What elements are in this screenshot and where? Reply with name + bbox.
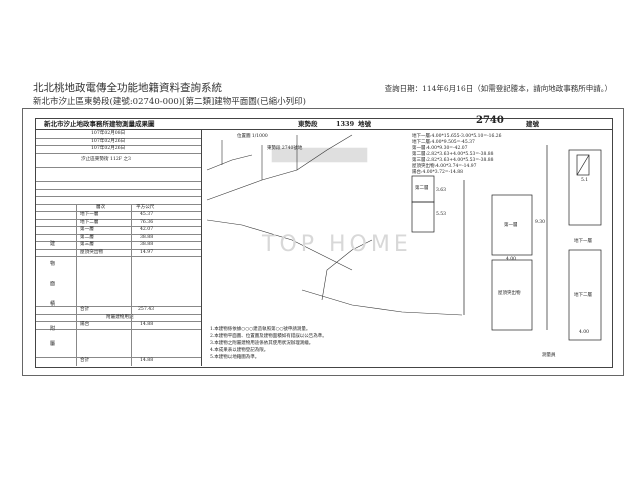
- calc-line: 屋頂突出物:4.00*3.74=-14.97: [412, 164, 477, 169]
- note-line: 3.本建物之附屬建物用途係依其使用狀況辦理測繪。: [210, 341, 314, 346]
- scale-label: 位置圖 1/1000: [237, 134, 268, 139]
- system-title: 北北桃地政電傳全功能地籍資料查詢系統: [33, 82, 222, 94]
- annex-total-row: 合計 14.88: [80, 358, 154, 363]
- section-name: 東勢段: [298, 120, 318, 128]
- table-row: 屋頂突出物 14.97: [36, 249, 201, 257]
- side-label: 面: [50, 281, 56, 287]
- table-row: 107年02月26日: [36, 145, 201, 154]
- plan-label: 屋頂突出物: [498, 291, 521, 296]
- surveyor-label: 測量員: [542, 353, 556, 358]
- area-table: 107年02月08日 107年02月26日 107年02月26日 汐止區東勢街 …: [36, 130, 202, 366]
- table-row: [36, 167, 201, 182]
- side-label: 屬: [50, 341, 56, 347]
- side-label: 附: [50, 326, 56, 332]
- watermark: TOP HOME: [262, 232, 412, 257]
- calc-line: 第二層:2.82*3.63+4.00*5.53=-38.88: [412, 152, 494, 157]
- land-number: 1339: [336, 120, 355, 128]
- plan-label: 第二層: [415, 186, 429, 191]
- building-number: 2740: [476, 115, 504, 126]
- land-number-label: 地號: [358, 120, 371, 128]
- table-row: 第二層 38.88: [36, 234, 201, 242]
- sheet-title: 新北市汐止地政事務所建物測量成果圖: [44, 120, 155, 128]
- plan-label: 第一層: [504, 223, 518, 228]
- query-date: 查詢日期：114年6月16日（如需登記謄本，請向地政事務所申請。）: [384, 84, 612, 93]
- table-row: 107年02月08日: [36, 130, 201, 139]
- plan-label: 地下一層: [574, 239, 592, 244]
- dimension-label: 4.00: [506, 257, 517, 262]
- document-subtitle: 新北市汐止區東勢段(建號:02740-000)[第二類]建物平面圖(已縮小列印): [33, 97, 306, 107]
- lot-label: 東勢段 2740號地: [267, 146, 303, 151]
- table-row: 第三層 38.88: [36, 241, 201, 250]
- sheet-title-bar: 新北市汐止地政事務所建物測量成果圖 東勢段 1339 地號 2740 建號: [36, 115, 612, 130]
- total-row: 合計 257.43: [36, 306, 201, 315]
- calc-line: 陽台:4.00*3.72=-14.88: [412, 170, 463, 175]
- note-line: 2.本建物平面圖、位置圖及建物面積如有錯誤以公告為準。: [210, 334, 327, 339]
- floor-plan-drawing: 東勢段 2740號地 位置圖 1/1000 地下一層:4.00*15.655-3…: [202, 130, 612, 366]
- side-label: 物: [50, 261, 56, 267]
- table-row: [36, 329, 201, 358]
- annex-header-row: 附屬建物用途: [36, 314, 201, 322]
- dimension-label: 5.53: [436, 212, 447, 217]
- plan-label: 地下二層: [574, 293, 592, 298]
- table-row: [36, 189, 201, 197]
- table-row: 地下一層 45.37: [36, 211, 201, 220]
- calc-line: 地下一層:4.00*15.655-3.00*5.10=-16.26: [412, 134, 502, 139]
- table-row: 地下二層 76.36: [36, 219, 201, 227]
- table-row: [36, 196, 201, 205]
- table-row: 陽台 14.88: [36, 321, 201, 330]
- building-number-label: 建號: [526, 120, 539, 128]
- table-row: 汐止區東勢街 112F 之3: [36, 153, 201, 168]
- table-row: 第一層 42.07: [36, 226, 201, 235]
- side-label: 建: [50, 241, 56, 247]
- plan-sheet: 新北市汐止地政事務所建物測量成果圖 東勢段 1339 地號 2740 建號 10…: [22, 108, 624, 376]
- dimension-label: 4.00: [579, 330, 590, 335]
- note-line: 1.本建物係依據○○○建造執照第○○號申請測量。: [210, 327, 311, 332]
- table-row: [36, 181, 201, 190]
- table-row: 107年02月26日: [36, 138, 201, 146]
- plan-frame: 新北市汐止地政事務所建物測量成果圖 東勢段 1339 地號 2740 建號 10…: [35, 115, 613, 368]
- note-line: 4.本成果表以建物登記為限。: [210, 348, 269, 353]
- side-label: 積: [50, 301, 56, 307]
- dimension-label: 3.63: [436, 188, 447, 193]
- calc-line: 第一層:4.00*9.30=-42.07: [412, 146, 468, 151]
- table-header-row: 層次 平方公尺: [36, 204, 201, 212]
- table-row: [36, 256, 201, 307]
- plan-linework: [206, 134, 602, 341]
- calc-line: 地下二層:4.00*9.505=-45.37: [412, 140, 475, 145]
- dimension-label: 9.30: [535, 220, 546, 225]
- dimension-label: 5.1: [581, 178, 589, 183]
- note-line: 5.本建物以地籍圖為準。: [210, 355, 260, 360]
- calc-line: 第三層:2.82*3.63+4.00*5.53=-38.88: [412, 158, 494, 163]
